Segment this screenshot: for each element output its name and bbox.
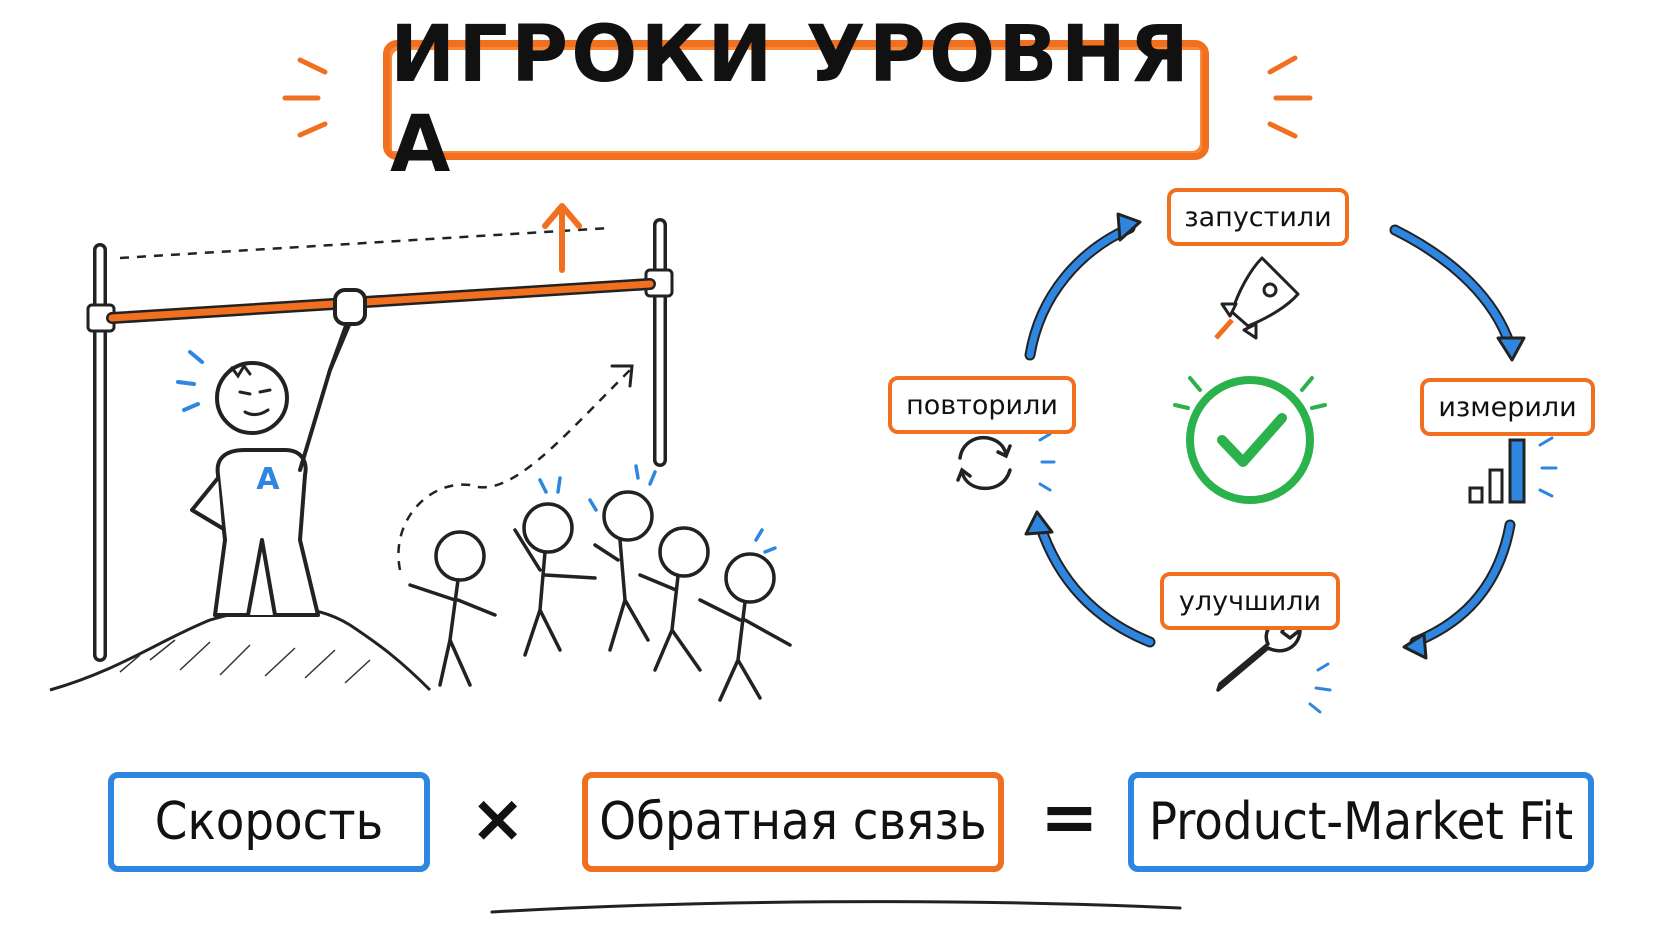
crowd-path-arrowhead-icon <box>610 364 634 388</box>
hero-face-icon <box>223 363 272 417</box>
cycle-step-repeated: повторили <box>888 376 1076 434</box>
refresh-icon <box>956 432 1056 492</box>
hero-figure-icon <box>190 288 367 617</box>
hero-sparkle-icon <box>176 350 204 412</box>
hero-badge: A <box>256 462 280 497</box>
formula-equals-operator: = <box>1040 776 1099 858</box>
high-bar-icon <box>86 218 674 662</box>
bottom-underline-icon <box>490 900 1182 914</box>
title-flourish-left-icon <box>282 57 328 138</box>
crowd-sparkle-icon <box>538 464 777 554</box>
formula-times-operator: × <box>470 780 526 857</box>
crowd-figures-icon <box>408 490 792 702</box>
cycle-step-improved: улучшили <box>1160 572 1340 630</box>
crowd-path-arrow-icon <box>397 369 631 571</box>
title-banner: ИГРОКИ УРОВНЯ А <box>383 10 1209 190</box>
wrench-icon <box>1216 618 1332 714</box>
hill-hatching-icon <box>119 639 371 684</box>
title-flourish-right-icon <box>1267 55 1313 139</box>
cycle-step-launched: запустили <box>1167 188 1349 246</box>
raise-bar-arrow-icon <box>542 203 582 273</box>
formula-term-speed: Скорость <box>108 772 430 872</box>
cycle-arrows-icon <box>1024 212 1526 660</box>
formula-result-pmf: Product-Market Fit <box>1128 772 1594 872</box>
check-circle-icon <box>1173 376 1327 504</box>
formula-term-feedback: Обратная связь <box>582 772 1004 872</box>
page-title: ИГРОКИ УРОВНЯ А <box>390 10 1193 190</box>
rocket-icon <box>1214 256 1300 340</box>
cycle-step-measured: измерили <box>1420 378 1595 436</box>
bar-chart-icon <box>1468 436 1558 504</box>
